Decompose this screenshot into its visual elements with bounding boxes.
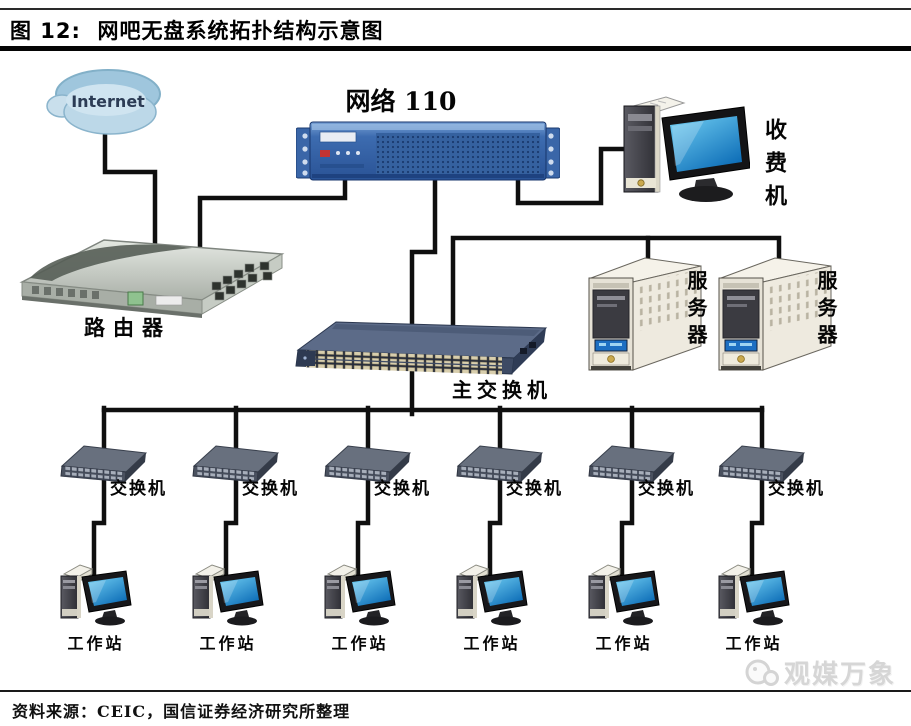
wire-switch5-to-ws5 — [619, 471, 635, 577]
workstation2-label: 工作站 — [199, 634, 257, 653]
wire-gateway-to-billing — [515, 146, 643, 206]
workstation5-label: 工作站 — [595, 634, 653, 653]
wire-gateway-to-router — [197, 173, 348, 261]
wire-mainswitch-to-server-bus — [450, 235, 782, 348]
workstation6-label: 工作站 — [725, 634, 783, 653]
workstation6-icon — [712, 562, 792, 628]
wire-switch3-to-ws3 — [355, 471, 371, 577]
watermark-text: 观媒万象 — [784, 660, 897, 690]
wire-group — [91, 125, 782, 577]
wire-switch2-to-ws2 — [223, 471, 239, 577]
source-note: 资料来源：CEIC，国信证券经济研究所整理 — [12, 702, 351, 721]
switch6-label: 交换机 — [768, 479, 825, 499]
switch4-label: 交换机 — [506, 479, 563, 499]
workstation5-icon — [582, 562, 662, 628]
billing-label: 收费机 — [761, 118, 787, 217]
main-switch-label: 主交换机 — [452, 378, 552, 402]
main-switch-device-icon — [290, 314, 560, 380]
router-device-icon — [16, 224, 288, 320]
server2-label: 服务器 — [814, 270, 838, 351]
wire-gateway-to-mainswitch — [409, 173, 438, 343]
wire-switch6-to-ws6 — [749, 471, 765, 577]
switch3-label: 交换机 — [374, 479, 431, 499]
top-hairline — [0, 8, 911, 10]
watermark: 观媒万象 — [742, 654, 908, 691]
wire-internet-to-router — [102, 125, 158, 261]
billing-computer-icon — [600, 94, 750, 206]
figure-title: 图 12: 网吧无盘系统拓扑结构示意图 — [10, 19, 384, 43]
wire-switch1-to-ws1 — [91, 471, 107, 577]
workstation4-label: 工作站 — [463, 634, 521, 653]
workstation3-label: 工作站 — [331, 634, 389, 653]
watermark-logo-icon — [745, 659, 779, 686]
wire-switch4-to-ws4 — [487, 471, 503, 577]
workstation1-label: 工作站 — [67, 634, 125, 653]
server1-label: 服务器 — [684, 270, 708, 351]
workstation1-icon — [54, 562, 134, 628]
switch1-label: 交换机 — [110, 479, 167, 499]
workstation4-icon — [450, 562, 530, 628]
internet-cloud-icon: Internet — [46, 69, 161, 135]
workstation2-icon — [186, 562, 266, 628]
switch2-label: 交换机 — [242, 479, 299, 499]
gateway-label: 网络 110 — [345, 87, 457, 116]
footer-divider — [0, 690, 911, 692]
internet-label: Internet — [71, 92, 145, 111]
workstation3-icon — [318, 562, 398, 628]
title-divider — [0, 46, 911, 51]
router-label: 路由器 — [84, 315, 171, 340]
gateway-device-icon — [296, 120, 560, 182]
switch5-label: 交换机 — [638, 479, 695, 499]
